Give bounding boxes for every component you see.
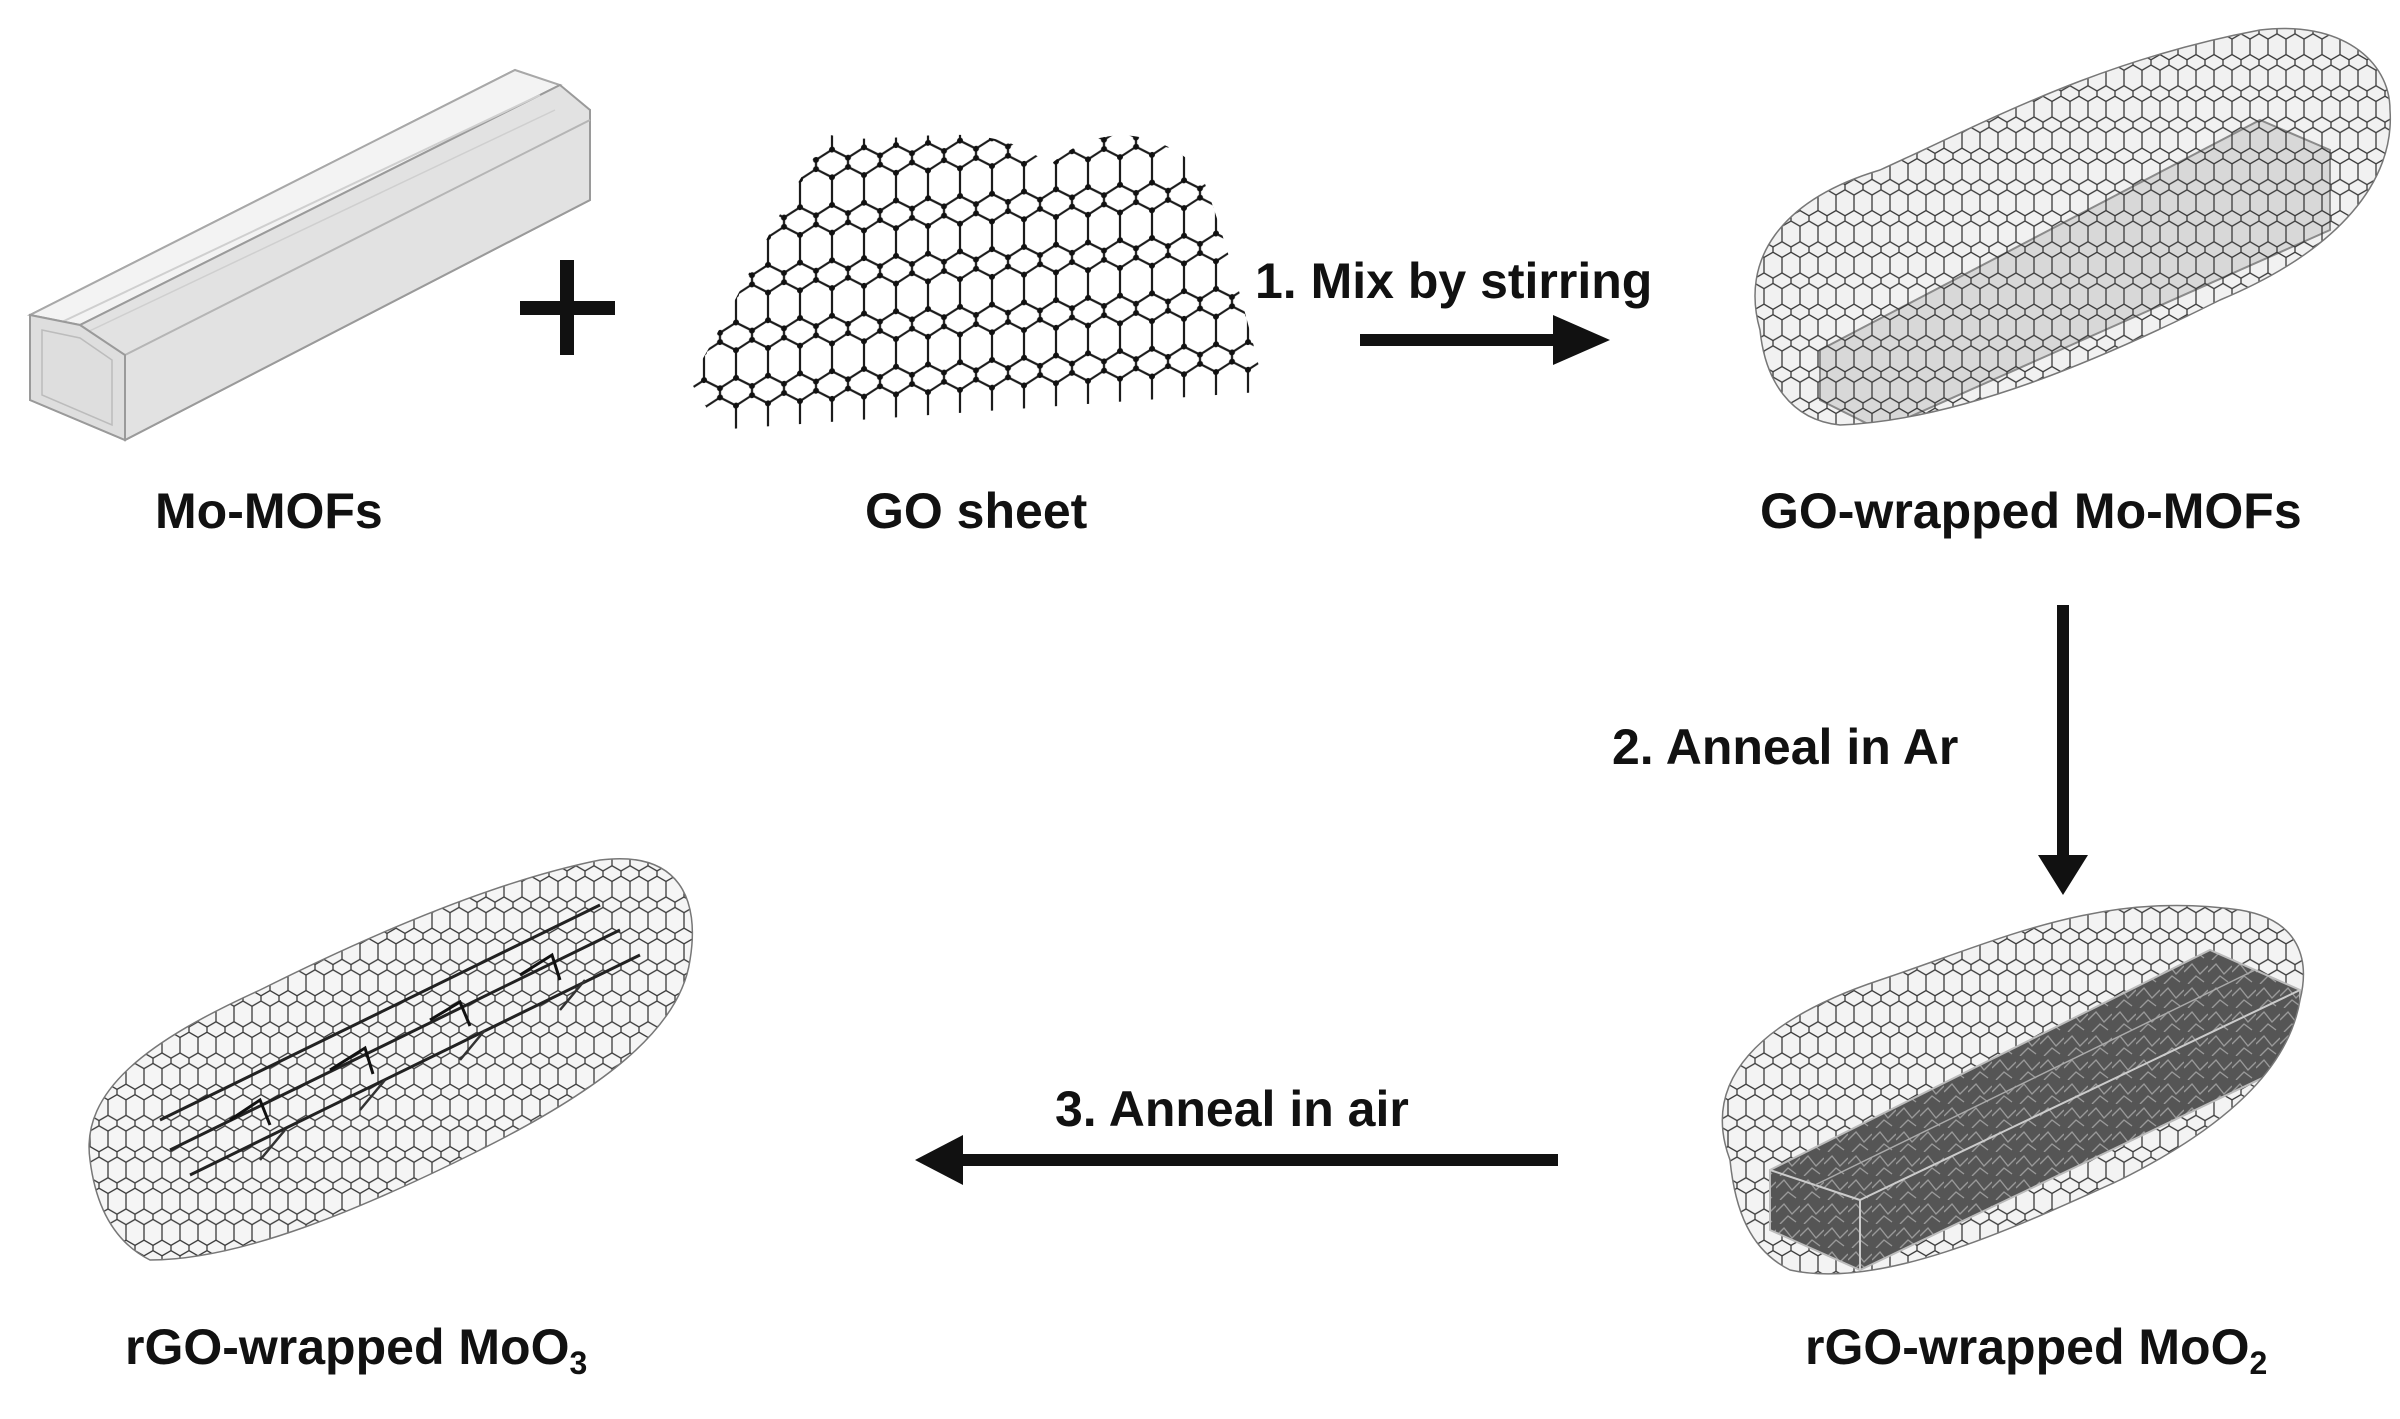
rgo-moo3-graphic bbox=[88, 858, 694, 1261]
label-go-sheet: GO sheet bbox=[865, 483, 1088, 539]
arrow-left-3 bbox=[915, 1135, 1558, 1185]
label-mo-mofs: Mo-MOFs bbox=[155, 483, 383, 539]
label-rgo-moo2-base: rGO-wrapped MoO bbox=[1805, 1319, 2250, 1375]
mo-mof-rod bbox=[26, 68, 591, 442]
rgo-moo2-graphic bbox=[1721, 904, 2305, 1275]
label-rgo-moo3-base: rGO-wrapped MoO bbox=[125, 1319, 570, 1375]
go-wrapped-mof-graphic bbox=[1754, 27, 2392, 426]
plus-icon bbox=[520, 260, 615, 355]
label-rgo-moo3: rGO-wrapped MoO3 bbox=[125, 1318, 587, 1382]
label-rgo-moo3-sub: 3 bbox=[569, 1345, 588, 1381]
step-2-text: 2. Anneal in Ar bbox=[1612, 719, 1959, 775]
arrow-right-1 bbox=[1360, 315, 1610, 365]
label-rgo-moo2-sub: 2 bbox=[2249, 1345, 2268, 1381]
step-1-text: 1. Mix by stirring bbox=[1255, 253, 1653, 309]
label-rgo-moo2: rGO-wrapped MoO2 bbox=[1805, 1318, 2267, 1382]
label-go-wrapped: GO-wrapped Mo-MOFs bbox=[1760, 483, 2302, 539]
arrow-down-2 bbox=[2038, 605, 2088, 895]
go-sheet-graphic bbox=[690, 134, 1270, 433]
step-3-text: 3. Anneal in air bbox=[1055, 1081, 1409, 1137]
